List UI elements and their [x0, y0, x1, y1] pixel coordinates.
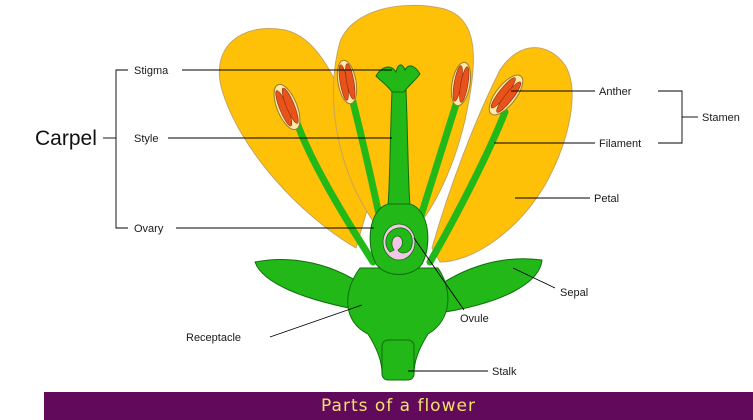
stamen-bracket	[658, 91, 682, 143]
base	[255, 259, 542, 380]
carpel-bracket	[116, 70, 128, 228]
label-petal: Petal	[594, 193, 619, 205]
label-filament: Filament	[599, 138, 641, 150]
label-style: Style	[134, 133, 158, 145]
label-ovary: Ovary	[134, 223, 164, 235]
label-receptacle: Receptacle	[186, 332, 241, 344]
style-shape	[388, 90, 410, 206]
label-carpel: Carpel	[35, 127, 97, 150]
label-stigma: Stigma	[134, 65, 169, 77]
diagram-title: Parts of a flower	[44, 392, 753, 420]
label-sepal: Sepal	[560, 287, 588, 299]
stalk-shape	[382, 340, 414, 380]
label-ovule: Ovule	[460, 313, 489, 325]
label-stamen: Stamen	[702, 112, 740, 124]
label-stalk: Stalk	[492, 366, 517, 378]
label-anther: Anther	[599, 86, 632, 98]
receptacle-line	[270, 305, 362, 337]
title-bar: Parts of a flower	[44, 392, 753, 420]
